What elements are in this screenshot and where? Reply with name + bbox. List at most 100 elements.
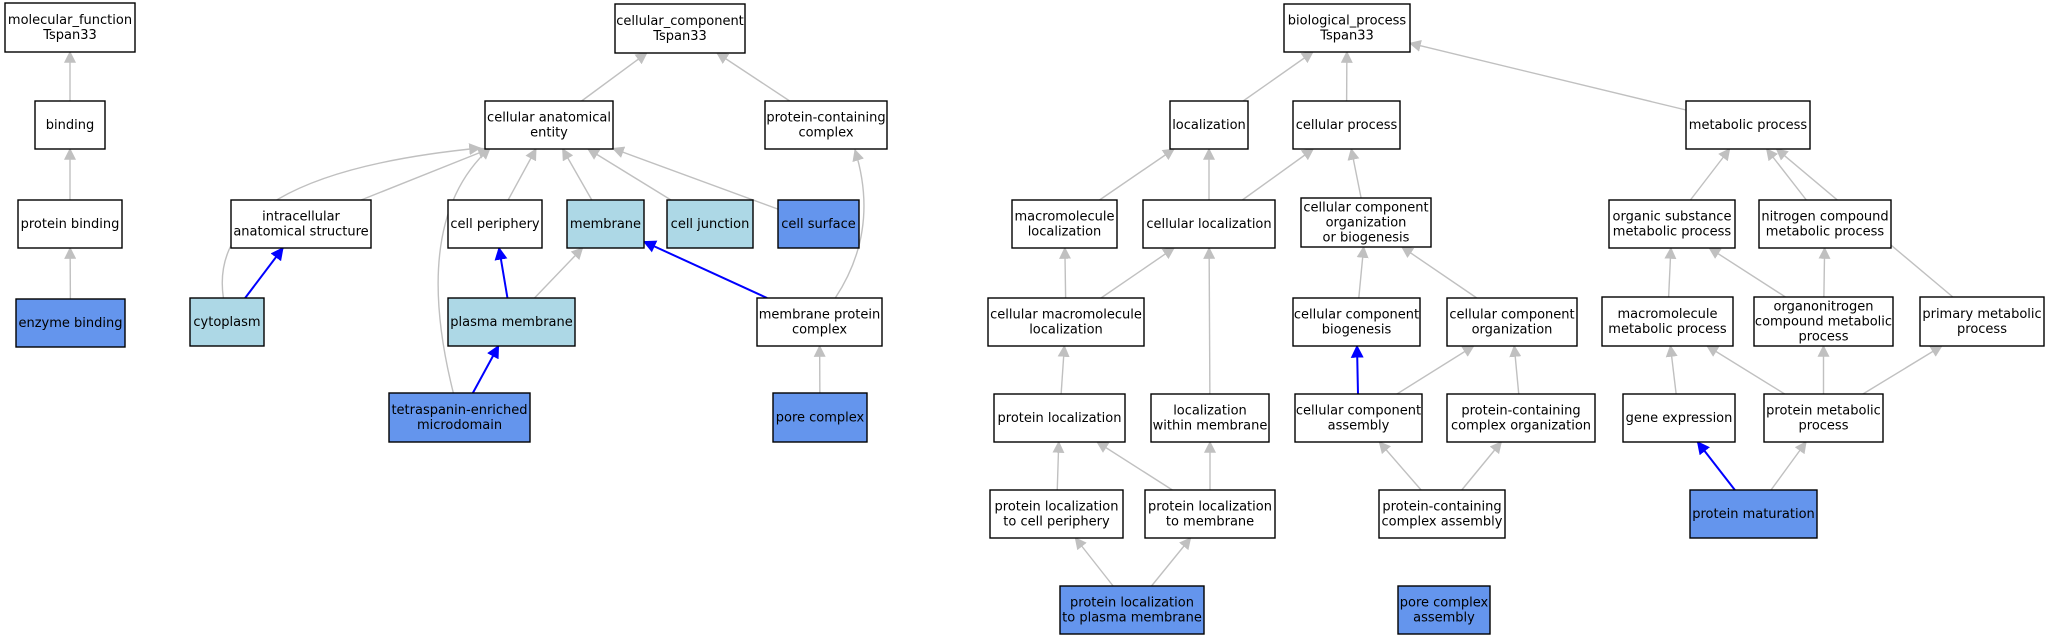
node-binding: binding	[34, 100, 106, 150]
node-label: protein-containing	[1382, 499, 1501, 514]
edge-mpc-to-membrane	[642, 240, 768, 299]
edge-prot_met-to-mmp	[1706, 345, 1786, 395]
node-label: cellular component	[1294, 307, 1419, 322]
node-box	[1059, 585, 1205, 635]
node-box	[1011, 199, 1118, 249]
node-label: pore complex	[776, 410, 865, 425]
node-label: primary metabolic	[1922, 307, 2041, 322]
node-label: protein maturation	[1692, 507, 1815, 522]
node-label: binding	[46, 118, 94, 133]
node-label: complex assembly	[1382, 514, 1503, 529]
edge-osmp-to-metabolic_process	[1689, 148, 1731, 201]
node-prot-mat: protein maturation	[1689, 489, 1818, 539]
node-label: metabolic process	[1689, 118, 1808, 133]
node-box	[987, 297, 1145, 347]
edge-plasma_membrane-to-cell_periphery	[494, 246, 509, 299]
edge-cell_surface-to-cae	[611, 146, 779, 210]
node-box	[1144, 489, 1276, 539]
node-label: assembly	[1328, 418, 1390, 433]
node-box	[189, 297, 265, 347]
edge-mmp-to-osmp	[1664, 246, 1677, 298]
node-label: macromolecule	[1014, 209, 1114, 224]
node-cytoplasm: cytoplasm	[189, 297, 265, 347]
edge-cell_junction-to-cae	[587, 148, 672, 201]
node-label: localization	[1172, 118, 1246, 133]
edge-prot_mat-to-prot_met	[1770, 441, 1807, 491]
edge-cml-to-cell_loc	[1100, 247, 1175, 299]
node-label: microdomain	[417, 418, 502, 433]
node-box	[989, 489, 1124, 539]
edge-pcc-to-cc	[716, 52, 791, 102]
node-box	[993, 393, 1126, 443]
node-label: plasma membrane	[450, 315, 573, 330]
node-label: to membrane	[1166, 514, 1254, 529]
edge-plasma_membrane-to-membrane	[534, 247, 584, 299]
node-box	[4, 2, 136, 53]
edge-membrane-to-cae	[562, 147, 593, 201]
node-label: localization	[1029, 322, 1103, 337]
edges-layer	[64, 39, 1954, 587]
node-box	[1608, 199, 1736, 249]
node-label: protein binding	[21, 217, 120, 232]
node-label: complex	[798, 125, 853, 140]
edge-ccb-to-ccob	[1356, 245, 1369, 299]
node-label: nitrogen compound	[1761, 209, 1888, 224]
edge-tem-to-cae	[437, 147, 491, 394]
node-box	[1283, 3, 1411, 53]
node-label: complex	[792, 322, 847, 337]
edge-pl_pm-to-pl_cp	[1074, 537, 1114, 587]
node-label: Tspan33	[1319, 28, 1374, 43]
node-label: localization	[1173, 403, 1247, 418]
node-box	[756, 297, 883, 347]
node-label: gene expression	[1626, 411, 1733, 426]
node-box	[1378, 489, 1506, 539]
node-label: Tspan33	[652, 29, 707, 44]
node-box	[484, 100, 614, 150]
node-box	[1622, 393, 1736, 443]
node-metabolic-process: metabolic process	[1685, 100, 1811, 150]
node-label: cell periphery	[450, 217, 540, 232]
node-label: compound metabolic	[1755, 314, 1892, 329]
edge-localization-to-bp	[1242, 51, 1314, 102]
node-label: Tspan33	[42, 28, 97, 43]
edge-ccob-to-cellular_process	[1347, 147, 1362, 199]
node-enzyme-binding: enzyme binding	[15, 298, 126, 348]
node-label: organic substance	[1613, 209, 1732, 224]
edge-cell_periphery-to-cae	[507, 147, 537, 201]
edge-ncmp-to-metabolic_process	[1765, 148, 1807, 201]
node-box	[1150, 393, 1270, 443]
node-box	[447, 297, 576, 347]
node-box	[388, 392, 531, 443]
node-box	[1753, 296, 1894, 347]
node-label: cellular localization	[1146, 217, 1271, 232]
node-box	[1300, 197, 1432, 248]
node-box	[764, 100, 888, 150]
node-box	[777, 199, 860, 249]
node-box	[1397, 585, 1491, 635]
node-box	[230, 199, 372, 249]
node-box	[1685, 100, 1811, 150]
edge-protein_loc-to-cml	[1057, 344, 1070, 395]
node-plasma-membrane: plasma membrane	[447, 297, 576, 347]
node-cell-surface: cell surface	[777, 199, 860, 249]
node-label: cytoplasm	[193, 315, 260, 330]
edge-metabolic_process-to-bp	[1408, 39, 1687, 111]
node-label: assembly	[1413, 610, 1475, 625]
node-label: protein localization	[998, 411, 1122, 426]
